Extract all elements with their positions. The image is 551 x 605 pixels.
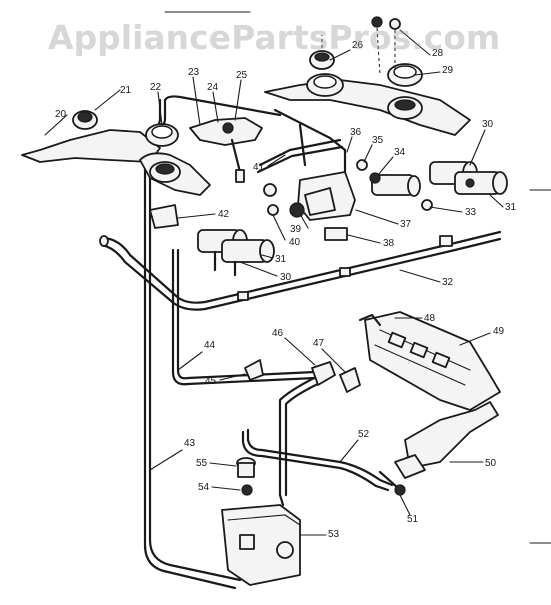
callout-30-right: 30 bbox=[482, 119, 494, 130]
callout-52: 52 bbox=[358, 429, 370, 440]
callout-47: 47 bbox=[313, 338, 325, 349]
callout-22: 22 bbox=[150, 82, 162, 93]
callout-29: 29 bbox=[442, 65, 454, 76]
left-burner-assembly bbox=[21, 110, 211, 229]
callout-35: 35 bbox=[372, 135, 384, 146]
callout-48: 48 bbox=[424, 313, 436, 324]
callout-54: 54 bbox=[198, 482, 210, 493]
left-valve-pair bbox=[197, 229, 275, 277]
callout-38: 38 bbox=[383, 238, 395, 249]
callout-28: 28 bbox=[432, 48, 444, 59]
callout-46: 46 bbox=[272, 328, 284, 339]
callout-31-right: 31 bbox=[505, 202, 517, 213]
callout-25: 25 bbox=[236, 70, 248, 81]
callout-55: 55 bbox=[196, 458, 208, 469]
oven-burner-assembly bbox=[358, 311, 501, 496]
callout-49: 49 bbox=[493, 326, 505, 337]
center-valve-group bbox=[263, 148, 433, 241]
callout-30-left: 30 bbox=[280, 272, 292, 283]
burner-manifold-32 bbox=[99, 230, 502, 311]
center-igniter-assembly bbox=[189, 108, 347, 183]
callout-26: 26 bbox=[352, 40, 364, 51]
callout-34: 34 bbox=[394, 147, 406, 158]
callout-labels: 20 21 22 23 24 25 26 28 29 30 31 32 33 3… bbox=[44, 29, 517, 540]
callout-51: 51 bbox=[407, 514, 419, 525]
right-valve-pair bbox=[429, 161, 508, 195]
callout-45: 45 bbox=[205, 376, 217, 387]
callout-24: 24 bbox=[207, 82, 219, 93]
callout-37: 37 bbox=[400, 219, 412, 230]
callout-43: 43 bbox=[184, 438, 196, 449]
callout-32: 32 bbox=[442, 277, 454, 288]
callout-40: 40 bbox=[289, 237, 301, 248]
callout-20: 20 bbox=[55, 109, 67, 120]
right-burner-assembly bbox=[264, 16, 471, 136]
callout-31-left: 31 bbox=[275, 254, 287, 265]
callout-53: 53 bbox=[328, 529, 340, 540]
callout-39: 39 bbox=[290, 224, 302, 235]
callout-41: 41 bbox=[253, 162, 265, 173]
callout-44: 44 bbox=[204, 340, 216, 351]
callout-42: 42 bbox=[218, 209, 230, 220]
callout-33: 33 bbox=[465, 207, 477, 218]
callout-23: 23 bbox=[188, 67, 200, 78]
callout-21: 21 bbox=[120, 85, 132, 96]
callout-50: 50 bbox=[485, 458, 497, 469]
oven-safety-valve bbox=[221, 457, 301, 586]
watermark: AppliancePartsPros.com bbox=[48, 18, 501, 57]
callout-36: 36 bbox=[350, 127, 362, 138]
orifice-fittings bbox=[244, 359, 361, 393]
